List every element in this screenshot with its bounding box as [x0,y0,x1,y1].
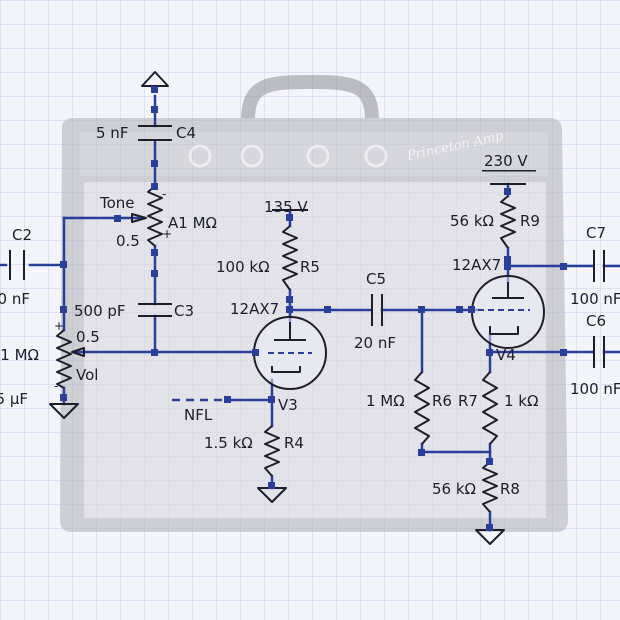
vol-ref-label: Vol [76,366,98,384]
c2-ref-label: C2 [12,226,32,244]
c4-value-label: 5 nF [96,124,128,142]
v4-ref-label: V4 [496,346,516,364]
amp-knob-icon [364,144,388,168]
cap-left-value-label: 25 µF [0,390,28,408]
r9-ref-label: R9 [520,212,540,230]
tone-wiper-label: 0.5 [116,232,140,250]
c3-ref-label: C3 [174,302,194,320]
capacitor-c2 [9,250,25,280]
v4-type-label: 12AX7 [452,256,501,274]
capacitor-c3 [138,303,172,317]
vol-wiper-label: 0.5 [76,328,100,346]
tone-plus-label: + [162,227,172,241]
tone-minus-label: - [162,187,166,201]
r8-ref-label: R8 [500,480,520,498]
c7-ref-label: C7 [586,224,606,242]
amp-knob-icon [306,144,330,168]
capacitor-c5 [371,294,383,326]
capacitor-c4 [138,125,172,141]
v3-ref-label: V3 [278,396,298,414]
resistor-r4 [264,425,280,477]
tone-ref-label: Tone [99,194,135,212]
r9-value-label: 56 kΩ [450,212,494,230]
tube-v3 [253,316,327,390]
resistor-r9 [500,195,516,249]
c4-ref-label: C4 [176,124,196,142]
resistor-r7 [482,371,498,445]
r6-ref-label: R6 [432,392,452,410]
vol-value-label: A1 MΩ [0,346,39,364]
component-labels: 5 nF C4 Tone A1 MΩ 0.5 - + 500 pF C3 C2 … [0,124,620,498]
r5-ref-label: R5 [300,258,320,276]
supply-230v-underline [482,170,536,172]
c2-value-label: 20 nF [0,290,30,308]
tone-potentiometer [147,185,163,247]
r7-ref-label: R7 [458,392,478,410]
resistor-r8 [482,461,498,513]
junction-dots [60,86,567,531]
c7-value-label: 100 nF [570,290,620,308]
amp-knob-icon [240,144,264,168]
v3-type-label: 12AX7 [230,300,279,318]
c3-value-label: 500 pF [74,302,126,320]
r5-value-label: 100 kΩ [216,258,270,276]
tone-wiper-arrow-icon [131,213,147,223]
capacitor-c7 [593,250,605,282]
c5-ref-label: C5 [366,270,386,288]
nfl-label: NFL [184,406,213,424]
amp-handle [241,74,379,127]
c5-value-label: 20 nF [354,334,396,352]
amp-knob-icon [188,144,212,168]
vol-minus-label: - [54,379,58,393]
r8-value-label: 56 kΩ [432,480,476,498]
r4-ref-label: R4 [284,434,304,452]
volume-wiper-arrow-icon [71,347,85,357]
resistor-r6 [414,371,430,445]
resistor-r5 [282,225,298,291]
supply-230v-label: 230 V [484,152,528,170]
ground-icon [49,403,79,419]
vol-plus-label: + [54,319,64,333]
c6-ref-label: C6 [586,312,606,330]
tone-value-label: A1 MΩ [168,214,217,232]
c6-value-label: 100 nF [570,380,620,398]
capacitor-c6 [593,336,605,368]
volume-potentiometer [56,329,72,389]
r6-value-label: 1 MΩ [366,392,405,410]
r4-value-label: 1.5 kΩ [204,434,253,452]
tube-v4 [471,275,545,349]
supply-135v-label: 135 V [264,198,308,216]
r7-value-label: 1 kΩ [504,392,538,410]
